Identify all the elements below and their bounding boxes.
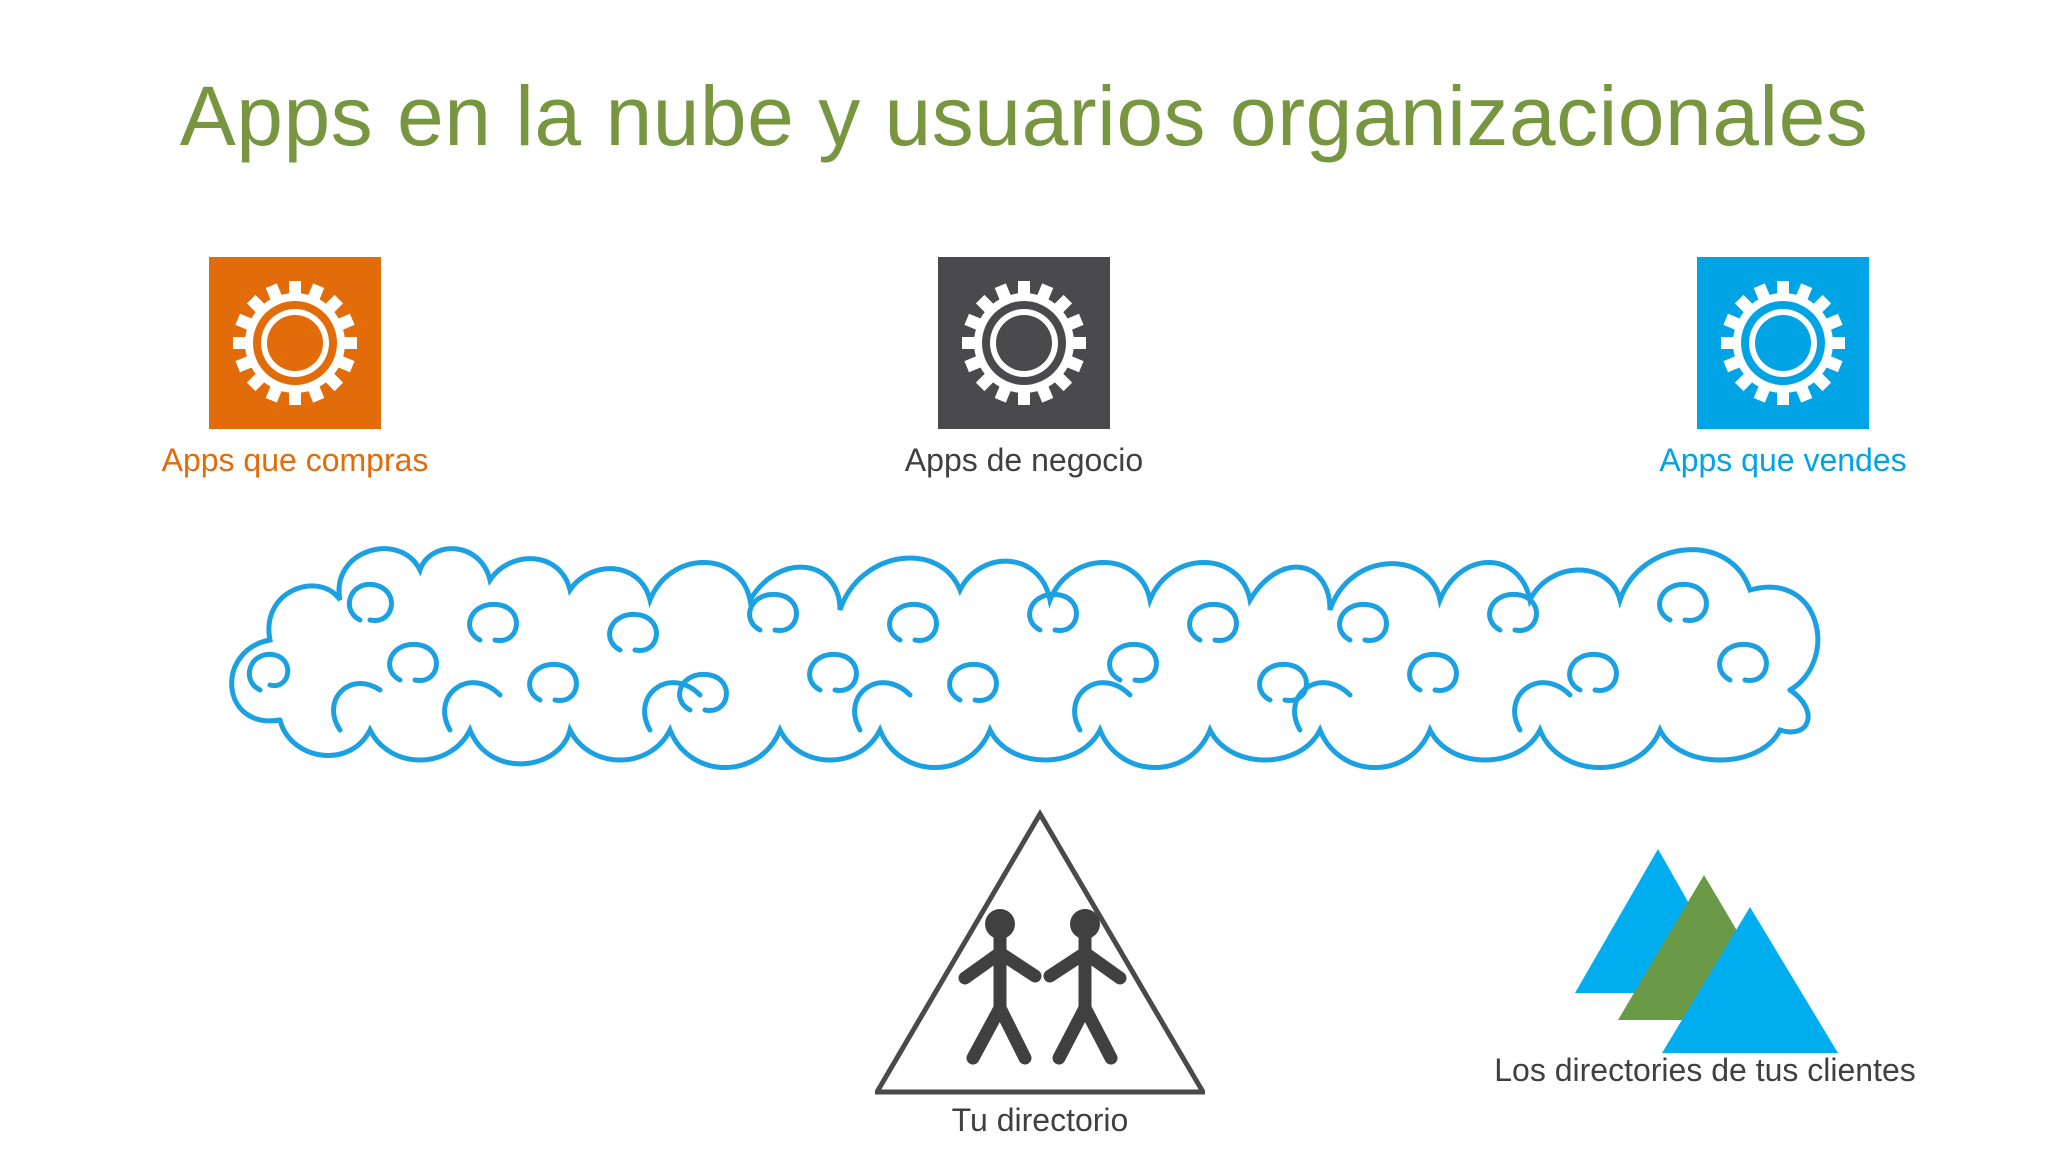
gear-icon xyxy=(209,257,381,429)
gear-icon xyxy=(938,257,1110,429)
apps-buy-label: Apps que compras xyxy=(161,442,429,478)
cloud-band-icon xyxy=(229,546,1821,770)
apps-business-tile xyxy=(938,257,1110,429)
slide-title: Apps en la nube y usuarios organizaciona… xyxy=(179,69,1869,163)
apps-buy-tile xyxy=(209,257,381,429)
mountains-icon xyxy=(1575,849,1838,1053)
cloud-band xyxy=(220,530,1840,780)
own-directory-label: Tu directorio xyxy=(951,1102,1129,1138)
apps-sell-tile xyxy=(1697,257,1869,429)
people-triangle-icon xyxy=(872,809,1208,1095)
own-directory-figure xyxy=(872,808,1208,1098)
customer-directories-label: Los directories de tus clientes xyxy=(1494,1052,1916,1088)
apps-business-label: Apps de negocio xyxy=(904,442,1144,478)
apps-sell-label: Apps que vendes xyxy=(1659,442,1907,478)
customer-directories-figure xyxy=(1570,845,1840,1055)
gear-icon xyxy=(1697,257,1869,429)
